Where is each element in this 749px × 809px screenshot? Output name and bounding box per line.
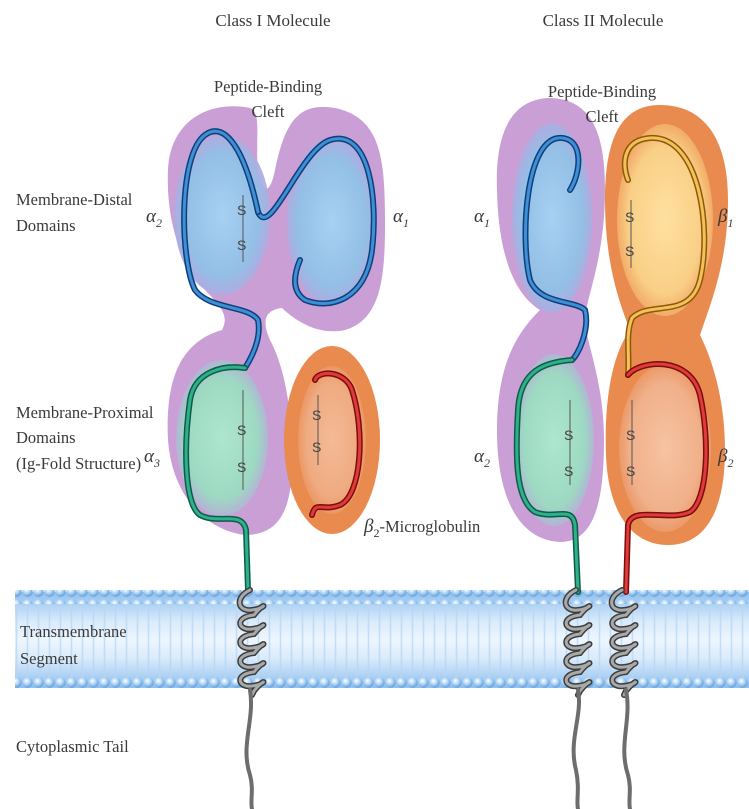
disulfide-s: S	[237, 202, 246, 218]
class2-alpha2-label: α2	[474, 446, 490, 470]
class1-b2m-fill	[298, 366, 366, 514]
distal-label-line1: Membrane-Distal	[16, 190, 133, 209]
disulfide-s: S	[564, 427, 573, 443]
class1-header: Class I Molecule	[215, 11, 330, 30]
class2-beta1-label: β1	[717, 206, 733, 230]
transmembrane-label-line2: Segment	[20, 649, 78, 668]
class1-molecule	[168, 106, 385, 590]
inner-headgroups	[15, 675, 749, 689]
class1-alpha2-label: α2	[146, 206, 162, 230]
class1-alpha3-label: α3	[144, 446, 160, 470]
disulfide-s: S	[237, 422, 246, 438]
class1-cleft-label-line2: Cleft	[252, 102, 285, 121]
distal-label-line2: Domains	[16, 216, 76, 235]
class1-cleft-label-line1: Peptide-Binding	[214, 77, 322, 96]
class2-alpha1-label: α1	[474, 206, 490, 230]
class1-alpha1-label: α1	[393, 206, 409, 230]
disulfide-s: S	[625, 243, 634, 259]
class1-b2m-label: β2-Microglobulin	[363, 516, 480, 540]
class1-cytoplasmic-tail	[246, 690, 252, 809]
transmembrane-label-line1: Transmembrane	[20, 622, 127, 641]
disulfide-s: S	[626, 427, 635, 443]
disulfide-s: S	[312, 439, 321, 455]
proximal-label-line2: Domains	[16, 428, 76, 447]
disulfide-s: S	[237, 459, 246, 475]
disulfide-s: S	[237, 237, 246, 253]
outer-headgroups	[15, 590, 749, 604]
disulfide-s: S	[564, 463, 573, 479]
cytoplasmic-tail-label: Cytoplasmic Tail	[16, 737, 129, 756]
class2-molecule	[497, 98, 728, 592]
class2-header: Class II Molecule	[543, 11, 664, 30]
class2-cleft-label-line2: Cleft	[586, 107, 619, 126]
disulfide-s: S	[625, 209, 634, 225]
class2-beta2-label: β2	[717, 446, 733, 470]
class2-alpha-cytoplasmic-tail	[574, 690, 579, 809]
class2-cleft-label-line1: Peptide-Binding	[548, 82, 656, 101]
class2-beta-cytoplasmic-tail	[624, 690, 630, 809]
proximal-label-line1: Membrane-Proximal	[16, 403, 154, 422]
proximal-label-line3: (Ig-Fold Structure)	[16, 454, 141, 473]
disulfide-s: S	[626, 463, 635, 479]
disulfide-s: S	[312, 407, 321, 423]
